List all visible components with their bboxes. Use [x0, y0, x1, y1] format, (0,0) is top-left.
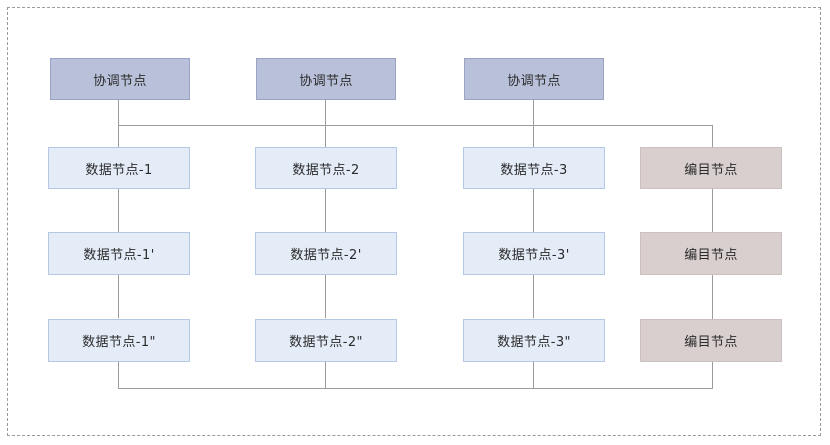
- data-node-3-double-prime[interactable]: 数据节点-3": [463, 319, 605, 362]
- edge-column-1-spine-a: [118, 188, 119, 232]
- data-node-3[interactable]: 数据节点-3: [463, 147, 605, 189]
- node-label: 编目节点: [684, 248, 738, 263]
- edge-column-3-spine-a: [533, 188, 534, 232]
- data-node-1-prime[interactable]: 数据节点-1': [48, 232, 190, 275]
- data-node-2[interactable]: 数据节点-2: [255, 147, 397, 189]
- edge-coordinator-1-drop: [118, 100, 119, 148]
- edge-column-1-spine-c: [118, 362, 119, 389]
- node-label: 协调节点: [507, 73, 561, 89]
- node-label: 数据节点-2: [292, 162, 360, 178]
- edge-column-2-spine-a: [325, 188, 326, 232]
- edge-bottom-bus: [118, 388, 713, 389]
- node-label: 数据节点-1: [85, 162, 153, 178]
- data-node-1-double-prime[interactable]: 数据节点-1": [48, 319, 190, 362]
- node-label: 编目节点: [684, 162, 738, 178]
- node-label: 数据节点-3: [500, 162, 568, 178]
- node-label: 协调节点: [299, 73, 353, 89]
- edge-column-1-spine-b: [118, 275, 119, 318]
- coordinator-node-2[interactable]: 协调节点: [256, 58, 396, 100]
- node-label: 数据节点-1": [82, 335, 156, 350]
- coordinator-node-1[interactable]: 协调节点: [50, 58, 190, 100]
- edge-column-2-spine-b: [325, 275, 326, 318]
- edge-coordinator-2-drop: [325, 100, 326, 148]
- coordinator-node-3[interactable]: 协调节点: [464, 58, 604, 100]
- node-label: 编目节点: [684, 335, 738, 350]
- edge-top-bus: [118, 125, 713, 126]
- catalog-node-3[interactable]: 编目节点: [640, 319, 782, 362]
- node-label: 数据节点-3': [498, 248, 570, 263]
- edge-coordinator-3-drop: [533, 100, 534, 148]
- node-label: 数据节点-3": [497, 335, 571, 350]
- edge-column-2-spine-c: [325, 362, 326, 389]
- node-label: 协调节点: [93, 73, 147, 89]
- catalog-node-1[interactable]: 编目节点: [640, 147, 782, 189]
- catalog-node-2[interactable]: 编目节点: [640, 232, 782, 275]
- data-node-2-double-prime[interactable]: 数据节点-2": [255, 319, 397, 362]
- data-node-2-prime[interactable]: 数据节点-2': [255, 232, 397, 275]
- node-label: 数据节点-2": [289, 335, 363, 350]
- node-label: 数据节点-2': [290, 248, 362, 263]
- data-node-1[interactable]: 数据节点-1: [48, 147, 190, 189]
- node-label: 数据节点-1': [83, 248, 155, 263]
- edge-column-3-spine-b: [533, 275, 534, 318]
- data-node-3-prime[interactable]: 数据节点-3': [463, 232, 605, 275]
- edge-column-3-spine-c: [533, 362, 534, 389]
